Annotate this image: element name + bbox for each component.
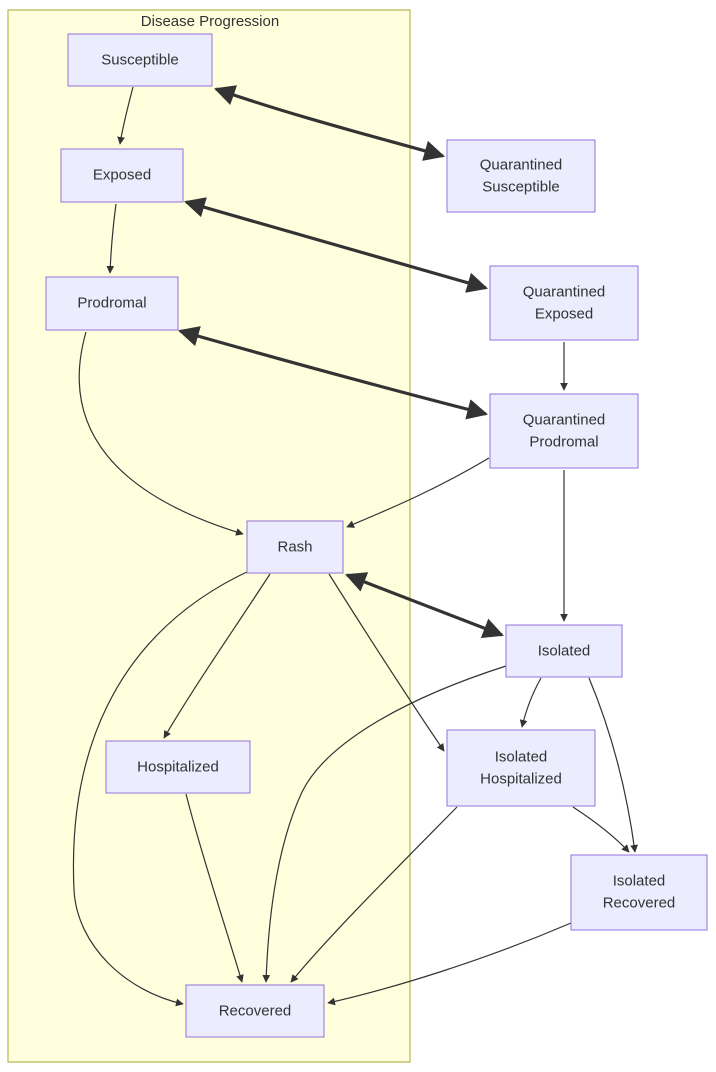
node-exposed-label: Exposed bbox=[93, 167, 151, 184]
edge-susceptible-to-exposed bbox=[117, 86, 134, 145]
node-isolated-label: Isolated bbox=[538, 643, 591, 660]
node-isolated-hospitalized-box bbox=[446, 729, 596, 807]
node-isolated-recovered: Isolated Recovered bbox=[570, 854, 708, 931]
node-isolated-hospitalized-label-line2: Hospitalized bbox=[480, 771, 562, 788]
node-quarantined-prodromal-box bbox=[489, 393, 639, 469]
node-isolated-recovered-label-line2: Recovered bbox=[603, 895, 676, 912]
node-quarantined-prodromal: Quarantined Prodromal bbox=[489, 393, 639, 469]
node-isolated-recovered-box bbox=[570, 854, 708, 931]
node-isolated-hospitalized: Isolated Hospitalized bbox=[446, 729, 596, 807]
node-prodromal: Prodromal bbox=[45, 276, 179, 331]
node-susceptible: Susceptible bbox=[67, 33, 213, 87]
node-rash-label: Rash bbox=[277, 539, 312, 556]
edge-rash-isolated bbox=[345, 572, 504, 639]
node-prodromal-label: Prodromal bbox=[77, 295, 146, 312]
node-quarantined-exposed-box bbox=[489, 265, 639, 341]
node-quarantined-prodromal-label-line1: Quarantined bbox=[523, 412, 606, 429]
node-rash: Rash bbox=[246, 520, 344, 574]
edge-isolated-to-recovered bbox=[262, 665, 507, 983]
edge-prodromal-to-rash bbox=[78, 331, 244, 536]
node-isolated-hospitalized-label-line1: Isolated bbox=[495, 749, 548, 766]
edge-quarantined-prodromal-to-rash bbox=[346, 457, 490, 528]
node-isolated-box bbox=[505, 624, 623, 678]
cluster-title: Disease Progression bbox=[141, 13, 279, 30]
edge-isolated-recovered-to-recovered bbox=[327, 922, 572, 1006]
node-isolated: Isolated bbox=[505, 624, 623, 678]
node-susceptible-label: Susceptible bbox=[101, 52, 179, 69]
node-rash-box bbox=[246, 520, 344, 574]
node-quarantined-exposed: Quarantined Exposed bbox=[489, 265, 639, 341]
edge-exposed-quarantined-exposed bbox=[184, 197, 488, 293]
node-quarantined-susceptible-label-line2: Susceptible bbox=[482, 179, 560, 196]
node-recovered-label: Recovered bbox=[219, 1003, 292, 1020]
node-prodromal-box bbox=[45, 276, 179, 331]
node-exposed: Exposed bbox=[60, 148, 184, 203]
edge-exposed-to-prodromal bbox=[106, 203, 117, 274]
node-hospitalized-box bbox=[105, 740, 251, 794]
node-hospitalized-label: Hospitalized bbox=[137, 759, 219, 776]
node-quarantined-susceptible-box bbox=[446, 139, 596, 213]
edge-isolated-to-isolated-hospitalized bbox=[519, 677, 542, 728]
node-quarantined-exposed-label-line2: Exposed bbox=[535, 306, 593, 323]
edge-prodromal-quarantined-prodromal bbox=[177, 326, 489, 420]
node-quarantined-prodromal-label-line2: Prodromal bbox=[529, 434, 598, 451]
node-susceptible-box bbox=[67, 33, 213, 87]
node-quarantined-exposed-label-line1: Quarantined bbox=[523, 284, 606, 301]
edge-rash-to-hospitalized bbox=[163, 573, 271, 739]
node-quarantined-susceptible-label-line1: Quarantined bbox=[480, 157, 563, 174]
node-recovered: Recovered bbox=[185, 984, 325, 1038]
node-isolated-recovered-label-line1: Isolated bbox=[613, 873, 666, 890]
node-exposed-box bbox=[60, 148, 184, 203]
edge-rash-to-isolated-hospitalized bbox=[328, 573, 445, 752]
node-recovered-box bbox=[185, 984, 325, 1038]
edge-rash-to-recovered bbox=[72, 569, 252, 1007]
node-quarantined-susceptible: Quarantined Susceptible bbox=[446, 139, 596, 213]
edge-isolated-to-isolated-recovered bbox=[588, 677, 638, 853]
node-hospitalized: Hospitalized bbox=[105, 740, 251, 794]
edge-isolated-hospitalized-to-isolated-recovered bbox=[572, 806, 630, 853]
edge-hospitalized-to-recovered bbox=[185, 793, 244, 983]
edge-susceptible-quarantined-susceptible bbox=[214, 85, 445, 161]
edge-isolated-hospitalized-to-recovered bbox=[290, 806, 458, 983]
